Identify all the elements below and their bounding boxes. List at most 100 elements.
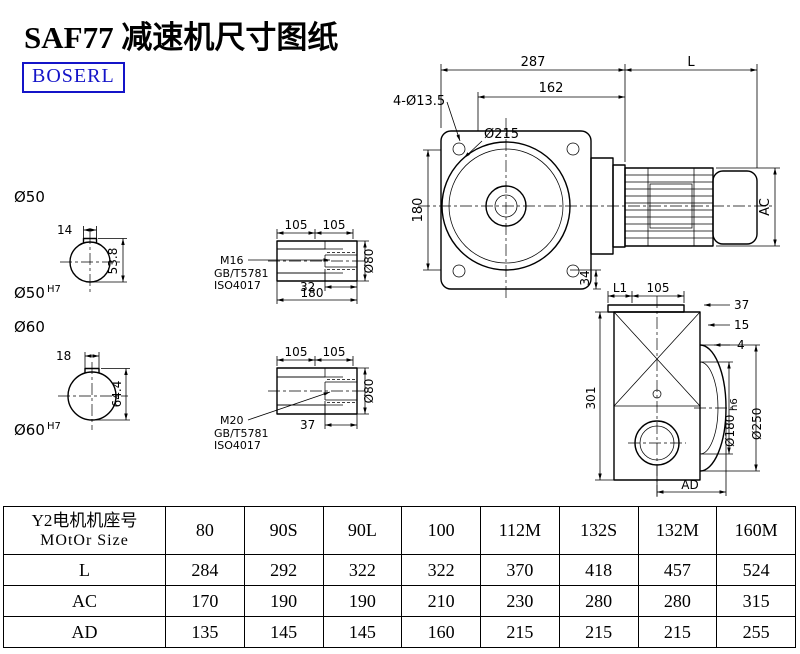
table-header-row: Y2电机机座号 MOtOr Size 80 90S 90L 100 112M 1… bbox=[3, 506, 796, 555]
motor-frame-header-cell: Y2电机机座号 MOtOr Size bbox=[3, 506, 166, 555]
dim-value: 215 bbox=[480, 616, 560, 648]
dim-dia: Ø80 bbox=[362, 249, 376, 274]
dim-value: 418 bbox=[558, 554, 639, 586]
dim-value: 322 bbox=[322, 554, 403, 586]
dim-flange-dia: Ø215 bbox=[484, 127, 519, 142]
side-center-hole bbox=[652, 389, 662, 399]
dia-inner: Ø180 bbox=[723, 415, 737, 447]
main-view: 287 L 162 4-Ø13.5 Ø215 180 34 AC bbox=[393, 55, 780, 300]
row-label: L bbox=[3, 554, 166, 586]
shaft-b-hatch-top bbox=[276, 367, 326, 378]
shaft60-circle bbox=[67, 371, 117, 421]
shaft-b-thread bbox=[324, 381, 357, 401]
dim-value: 215 bbox=[637, 616, 718, 648]
shaft60-extension-lines bbox=[84, 352, 130, 421]
table-row-AD: AD 135 145 145 160 215 215 215 255 bbox=[3, 616, 796, 648]
dia-inner-tol: h6 bbox=[729, 398, 740, 411]
dim-value: 457 bbox=[637, 554, 718, 586]
row-label: AD bbox=[3, 616, 166, 648]
dim-value: 370 bbox=[480, 554, 560, 586]
side-top-flange bbox=[607, 304, 685, 313]
shaft50-circle bbox=[69, 241, 111, 283]
side-flange-inner-arc bbox=[699, 361, 719, 455]
standard-gb: GB/T5781 bbox=[214, 267, 269, 280]
dim-value: 215 bbox=[558, 616, 639, 648]
dim-105: 105 bbox=[647, 281, 670, 295]
table-row-AC: AC 170 190 190 210 230 280 280 315 bbox=[3, 585, 796, 617]
side-view: L1 105 37 15 4 301 Ø180 h6 Ø250 AD bbox=[584, 281, 764, 500]
shaft-a-hatch-top bbox=[276, 240, 326, 250]
size-col-header: 112M bbox=[480, 506, 560, 555]
standard-iso: ISO4017 bbox=[214, 279, 261, 292]
dim-value: 160 bbox=[401, 616, 481, 648]
flange-dia-leader bbox=[463, 140, 483, 159]
motor-frame-header-en: MOtOr Size bbox=[40, 532, 129, 550]
bolt-hole bbox=[566, 264, 580, 278]
dim-value: 284 bbox=[165, 554, 245, 586]
shaft60-bore-tol: H7 bbox=[47, 421, 61, 432]
main-extension-lines bbox=[423, 64, 780, 290]
dim-value: 135 bbox=[165, 616, 245, 648]
size-col-header: 132S bbox=[558, 506, 639, 555]
hub-circle bbox=[485, 185, 527, 227]
table-row-L: L 284 292 322 322 370 418 457 524 bbox=[3, 554, 796, 586]
size-col-header: 90L bbox=[322, 506, 403, 555]
side-rib-lines bbox=[613, 311, 701, 407]
bore-circle bbox=[494, 194, 518, 218]
thread-leader bbox=[247, 391, 331, 421]
shaft50-label: Ø50 bbox=[14, 188, 45, 206]
dim-34: 34 bbox=[578, 270, 592, 285]
dim-value: 170 bbox=[165, 585, 245, 617]
size-col-header: 90S bbox=[243, 506, 324, 555]
dim-value: 145 bbox=[243, 616, 324, 648]
hollow-shaft-b: 105 105 M20 GB/T5781 ISO4017 37 Ø80 bbox=[214, 345, 376, 452]
dim-key-height: 53.8 bbox=[106, 248, 120, 275]
motor-body bbox=[624, 167, 714, 247]
dim-301: 301 bbox=[584, 387, 598, 410]
technical-drawing: 287 L 162 4-Ø13.5 Ø215 180 34 AC Ø50 14 … bbox=[14, 55, 780, 500]
boserl-logo: BOSERL bbox=[22, 62, 125, 93]
dim-162: 162 bbox=[539, 81, 564, 96]
dim-value: 322 bbox=[401, 554, 481, 586]
motor-winding-block bbox=[649, 183, 693, 229]
logo-text: BOSERL bbox=[32, 65, 115, 87]
hollow-shaft-a: 105 105 M16 GB/T5781 ISO4017 32 180 Ø80 bbox=[214, 218, 376, 304]
dim-key-width: 14 bbox=[57, 223, 72, 237]
dim-value: 255 bbox=[716, 616, 796, 648]
dim-key-height: 64.4 bbox=[110, 381, 124, 408]
shaft50-extension-lines bbox=[83, 226, 127, 283]
shaft-b-thread-dashed bbox=[327, 379, 357, 403]
motor-fins bbox=[625, 174, 713, 239]
dim-bolt-holes: 4-Ø13.5 bbox=[393, 94, 445, 109]
motor-section-lines bbox=[647, 168, 695, 246]
size-col-header: 80 bbox=[165, 506, 245, 555]
dim-AC: AC bbox=[758, 198, 773, 216]
dim-value: 315 bbox=[716, 585, 796, 617]
dim-37: 37 bbox=[734, 298, 749, 312]
shaft50-bore-label: Ø50 bbox=[14, 284, 45, 302]
dim-dia: Ø80 bbox=[362, 379, 376, 404]
dim-value: 190 bbox=[243, 585, 324, 617]
bolt-hole bbox=[566, 142, 580, 156]
motor-fan-cowl bbox=[712, 170, 758, 245]
dim-thread-len: 37 bbox=[300, 418, 315, 432]
bolt-hole-leader bbox=[446, 101, 461, 142]
flange-circle-outer bbox=[441, 141, 571, 271]
dim-287: 287 bbox=[521, 55, 546, 70]
dimension-table: Y2电机机座号 MOtOr Size 80 90S 90L 100 112M 1… bbox=[3, 506, 796, 648]
dim-ad: AD bbox=[681, 478, 698, 492]
shaft50-bore-tol: H7 bbox=[47, 284, 61, 295]
shaft-b-hatch-bottom bbox=[276, 404, 326, 415]
dim-l1: L1 bbox=[613, 281, 627, 295]
output-bore-inner bbox=[639, 425, 675, 461]
row-label: AC bbox=[3, 585, 166, 617]
dim-value: 230 bbox=[480, 585, 560, 617]
bolt-hole bbox=[452, 264, 466, 278]
output-bore-outer bbox=[634, 420, 680, 466]
dim-seg2: 105 bbox=[323, 218, 346, 232]
size-col-header: 100 bbox=[401, 506, 481, 555]
flange-circle-inner bbox=[448, 148, 564, 264]
dia-outer: Ø250 bbox=[750, 408, 764, 440]
dim-seg1: 105 bbox=[285, 218, 308, 232]
